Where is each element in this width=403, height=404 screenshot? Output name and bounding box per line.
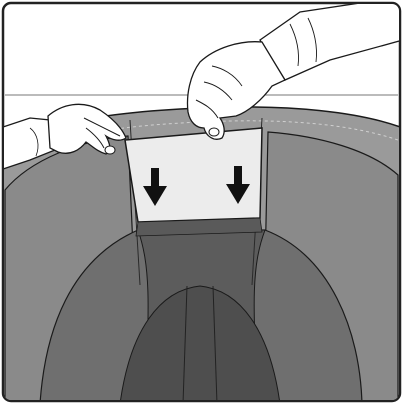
instruction-illustration (0, 0, 403, 404)
illustration-canvas (0, 0, 403, 404)
